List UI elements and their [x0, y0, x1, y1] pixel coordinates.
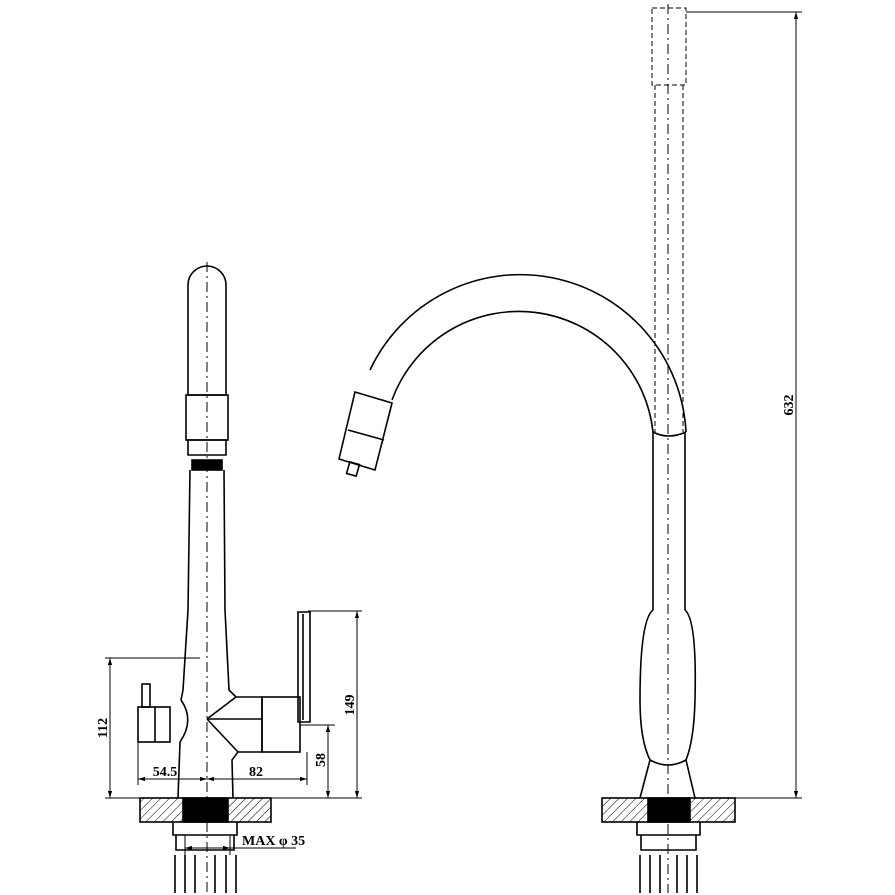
dim-max-hole-label: MAX φ 35: [242, 834, 305, 849]
dim-82-label: 82: [249, 765, 263, 780]
front-view-faucet: [338, 4, 736, 893]
front-view-dimensions: [686, 11, 802, 799]
dim-112-label: 112: [96, 718, 111, 738]
dim-54-5-label: 54.5: [153, 765, 178, 780]
side-view-dimensions: [105, 610, 362, 855]
dim-58-label: 58: [314, 753, 329, 767]
dim-632-label: 632: [782, 395, 797, 416]
side-view-faucet: [137, 262, 311, 893]
dim-149-label: 149: [343, 695, 358, 716]
